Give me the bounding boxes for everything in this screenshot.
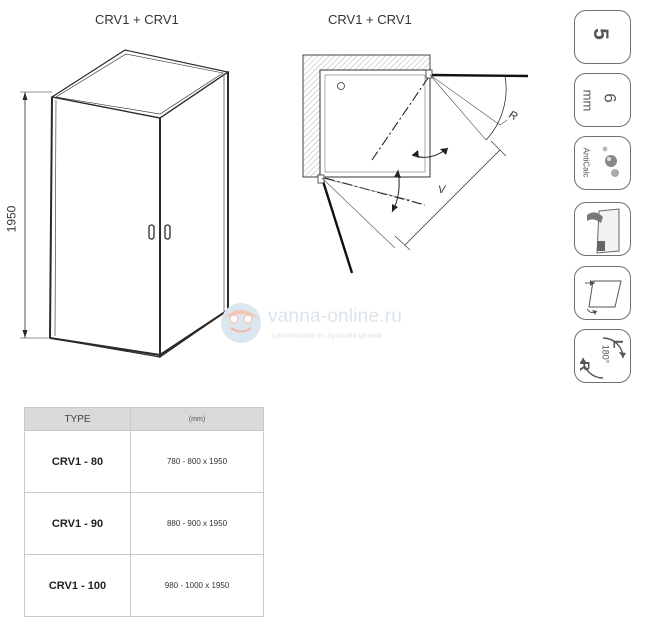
- anticalc-badge: AntiCalc: [574, 136, 631, 190]
- row-type: CRV1 - 80: [24, 430, 131, 493]
- watermark-tagline: сантехника по лучшим ценам: [272, 331, 382, 340]
- width-label: V: [438, 184, 446, 196]
- header-type: TYPE: [24, 407, 131, 431]
- table-row: CRV1 - 90 880 - 900 x 1950: [24, 492, 264, 555]
- rotation-arrows-icon: [580, 337, 626, 379]
- hinge-count-value: 5: [588, 28, 612, 40]
- shower-panel-badge: [574, 202, 631, 256]
- row-type: CRV1 - 90: [24, 492, 131, 555]
- view-top-title: CRV1 + CRV1: [328, 12, 412, 27]
- shower-3d-drawing: [20, 49, 230, 359]
- side-left-label: L: [610, 339, 627, 349]
- table-header-row: TYPE (mm): [24, 407, 264, 431]
- door-swing-badge: [574, 266, 631, 320]
- row-dims: 880 - 900 x 1950: [130, 492, 264, 555]
- rotation-angle-label: 180°: [600, 344, 611, 364]
- hinge-count-badge: 5: [574, 10, 631, 64]
- door-swing-icon: [585, 280, 622, 315]
- view-3d-title: CRV1 + CRV1: [95, 12, 179, 27]
- height-dimension-label: 1950: [4, 205, 19, 233]
- reversible-door-badge: L 180° R: [574, 329, 631, 383]
- header-unit: (mm): [130, 407, 264, 431]
- row-dims: 980 - 1000 x 1950: [130, 554, 264, 617]
- water-drop-icon: [602, 146, 619, 177]
- watermark-logo-icon: [221, 303, 261, 343]
- watermark-site: vanna-online.ru: [268, 306, 402, 327]
- side-right-label: R: [577, 360, 594, 372]
- glass-thickness-value: 6: [600, 93, 620, 103]
- row-type: CRV1 - 100: [24, 554, 131, 617]
- table-row: CRV1 - 100 980 - 1000 x 1950: [24, 554, 264, 617]
- shower-panel-icon: [587, 208, 620, 254]
- shower-top-view-drawing: [302, 54, 529, 274]
- anticalc-label: AntiCalc: [581, 147, 591, 178]
- table-row: CRV1 - 80 780 - 800 x 1950: [24, 430, 264, 493]
- glass-thickness-unit: mm: [580, 89, 596, 112]
- glass-thickness-badge: 6 mm: [574, 73, 631, 127]
- spec-table: TYPE (mm) CRV1 - 80 780 - 800 x 1950 CRV…: [24, 407, 264, 617]
- row-dims: 780 - 800 x 1950: [130, 430, 264, 493]
